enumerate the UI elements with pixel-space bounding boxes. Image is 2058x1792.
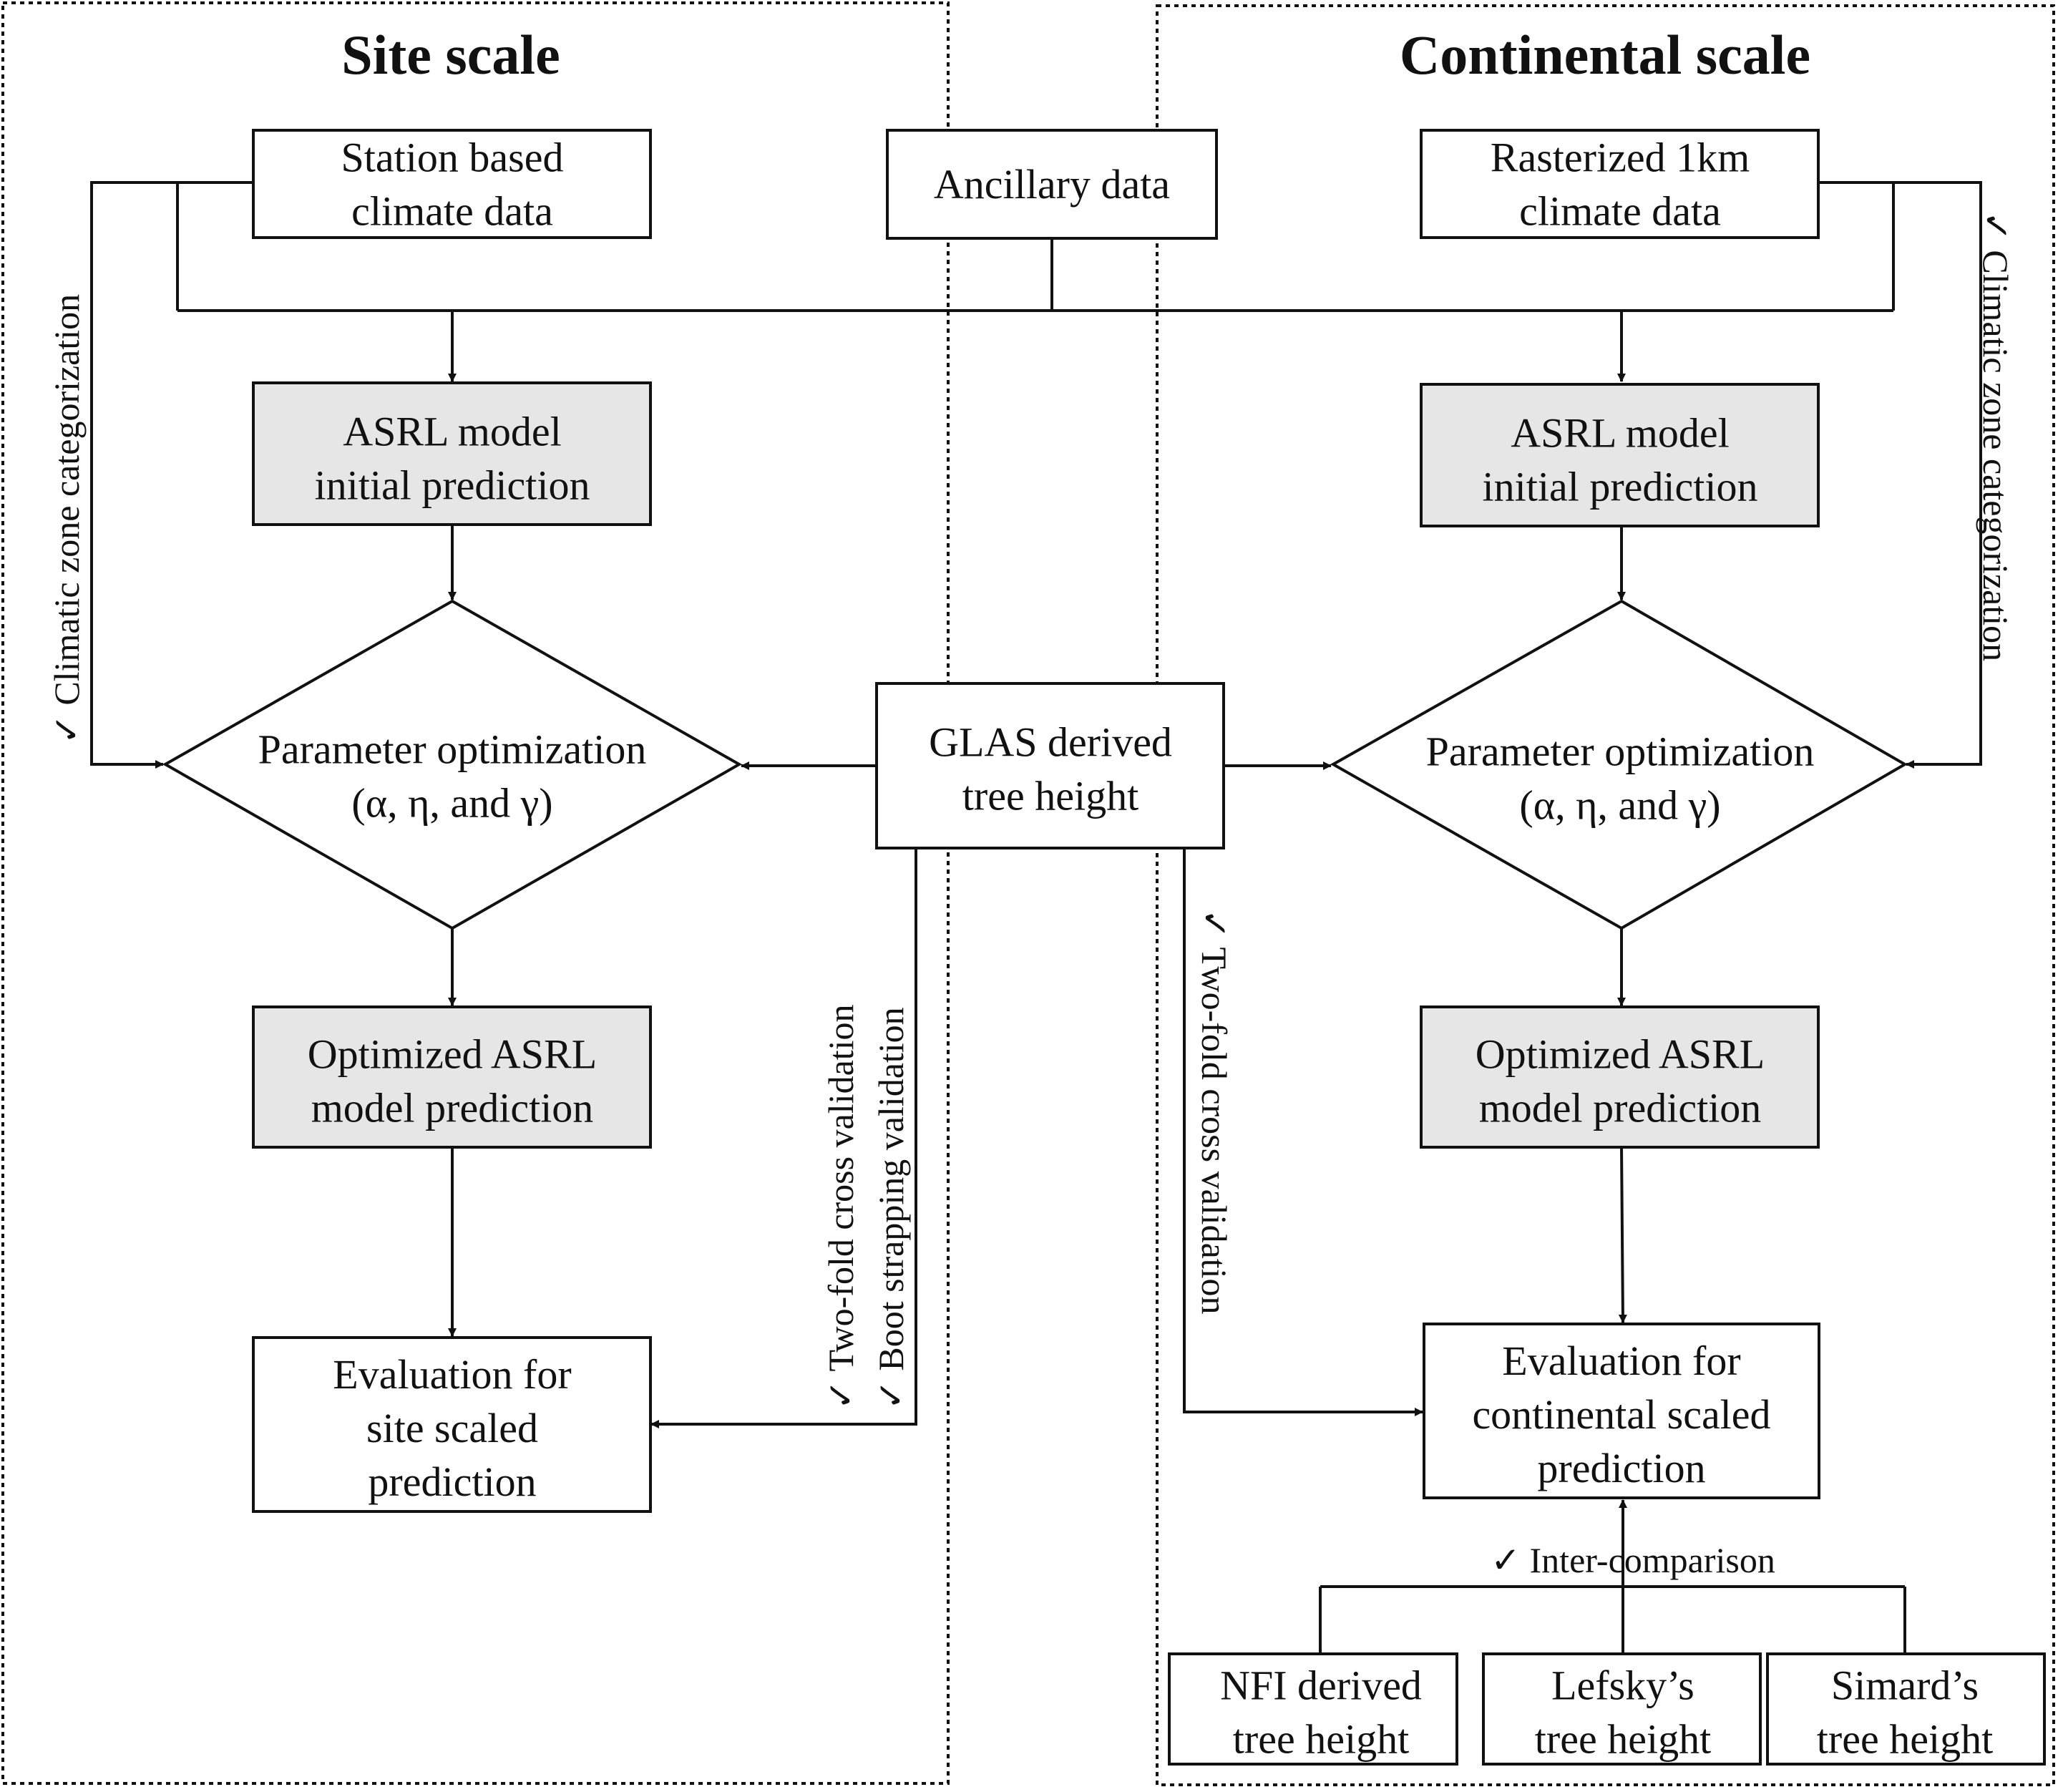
- site-optimized-label-line-2: model prediction: [311, 1085, 594, 1131]
- simard-label-line-1: Simard’s: [1831, 1662, 1979, 1709]
- cont-eval-label-line-3: prediction: [1537, 1445, 1705, 1491]
- glas-label-line-2: tree height: [962, 773, 1138, 819]
- site-eval-label-line-3: prediction: [368, 1459, 536, 1505]
- cont-asrl-label-line-1: ASRL model: [1511, 410, 1730, 457]
- cont-optimized-label-line-1: Optimized ASRL: [1476, 1031, 1765, 1078]
- site-param-diamond: [162, 599, 743, 930]
- site-climate-box: [252, 129, 652, 239]
- site-climatic-zone-note: ✓ Climatic zone categorization: [47, 294, 87, 744]
- boxes: [162, 129, 2046, 1766]
- site-bootstrap-note: ✓ Boot strapping validation: [871, 1007, 911, 1410]
- site-scale-title: Site scale: [341, 24, 560, 86]
- cont-asrl-box: [1420, 383, 1820, 527]
- site-scale-panel: [1, 1, 950, 1785]
- continental-scale-panel: [1156, 4, 2055, 1786]
- cont-param-label-line-1: Parameter optimization: [1426, 729, 1815, 775]
- site-asrl-box: [252, 381, 652, 526]
- cont-climatic-zone-loop: [1818, 181, 1982, 769]
- cont-param-label-line-2: (α, η, and γ): [1519, 782, 1720, 829]
- cont-eval-label-line-2: continental scaled: [1472, 1391, 1770, 1438]
- site-twofold-note: ✓ Two-fold cross validation: [821, 1004, 861, 1410]
- ancillary-box: [886, 129, 1218, 240]
- site-asrl-label-line-1: ASRL model: [343, 409, 562, 455]
- cont-eval-box: [1423, 1323, 1820, 1499]
- cont-validation-line: [1183, 849, 1423, 1416]
- cont-climate-label-line-1: Rasterized 1km: [1491, 135, 1750, 181]
- site-asrl-label-line-2: initial prediction: [315, 462, 590, 509]
- glas-box: [875, 682, 1225, 849]
- site-eval-label-line-2: site scaled: [366, 1405, 538, 1451]
- site-climatic-zone-loop: [90, 181, 253, 769]
- site-climate-label-line-2: climate data: [351, 188, 553, 235]
- site-optimized-label-line-1: Optimized ASRL: [308, 1031, 597, 1078]
- nfi-box: [1168, 1652, 1458, 1766]
- lefsky-box: [1482, 1652, 1762, 1766]
- simard-label-line-2: tree height: [1817, 1716, 1993, 1763]
- site-optimized-box: [252, 1005, 652, 1149]
- cont-optimized-label-line-2: model prediction: [1479, 1085, 1762, 1131]
- cont-optimized-box: [1420, 1005, 1820, 1149]
- site-climate-label-line-1: Station based: [341, 135, 564, 181]
- nfi-label-line-2: tree height: [1233, 1716, 1409, 1763]
- lefsky-label-line-2: tree height: [1535, 1716, 1711, 1763]
- lefsky-label-line-1: Lefsky’s: [1551, 1662, 1694, 1709]
- glas-label-line-1: GLAS derived: [929, 719, 1172, 766]
- site-param-label-line-1: Parameter optimization: [258, 726, 647, 773]
- cont-eval-label-line-1: Evaluation for: [1502, 1338, 1740, 1384]
- simard-box: [1766, 1652, 2046, 1766]
- site-param-label-line-2: (α, η, and γ): [351, 780, 552, 827]
- intercomparison-note: ✓ Inter-comparison: [1491, 1540, 1775, 1580]
- continental-scale-title: Continental scale: [1400, 24, 1810, 86]
- cont-asrl-label-line-2: initial prediction: [1483, 464, 1758, 510]
- cont-param-diamond: [1330, 599, 1908, 930]
- nfi-label-line-1: NFI derived: [1220, 1662, 1422, 1709]
- cont-climate-label-line-2: climate data: [1519, 188, 1721, 235]
- site-eval-box: [252, 1336, 652, 1513]
- cont-climate-box: [1420, 129, 1820, 239]
- box-texts: Station based climate data Ancillary data R…: [258, 135, 1994, 1763]
- cont-twofold-note: ✓ Two-fold cross validation: [1194, 909, 1234, 1315]
- cont-climatic-zone-note: ✓ Climatic zone categorization: [1976, 211, 2016, 661]
- ancillary-label-line-1: Ancillary data: [934, 161, 1170, 208]
- site-eval-label-line-1: Evaluation for: [333, 1351, 571, 1398]
- arrow-cont-optimized-to-eval: [1618, 1146, 1627, 1323]
- site-validation-line: [650, 849, 917, 1428]
- connector-lines: [90, 181, 1982, 1653]
